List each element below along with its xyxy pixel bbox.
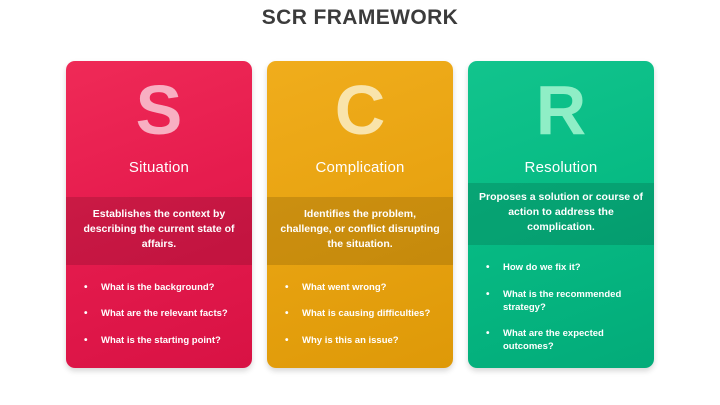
card-complication[interactable]: C Complication Identifies the problem, c… [267,61,453,368]
card-complication-bullets: What went wrong? What is causing difficu… [267,265,453,368]
card-situation-description: Establishes the context by describing th… [66,197,252,265]
list-item: How do we fix it? [486,261,642,275]
list-item: What went wrong? [285,281,441,295]
card-situation-bullets: What is the background? What are the rel… [66,265,252,368]
card-resolution[interactable]: R Resolution Proposes a solution or cour… [468,61,654,368]
card-situation-header: S Situation [66,61,252,197]
list-item: What are the expected outcomes? [486,327,642,354]
card-situation-title: Situation [128,159,190,176]
page-title: SCR FRAMEWORK [261,6,459,29]
card-resolution-title: Resolution [524,159,598,176]
list-item: What is the recommended strategy? [486,288,642,315]
card-resolution-letter: R [535,71,587,149]
card-resolution-description: Proposes a solution or course of action … [468,182,654,245]
card-situation-letter: S [135,71,183,149]
card-resolution-bullets: How do we fix it? What is the recommende… [468,245,654,368]
list-item: What is the starting point? [84,334,240,348]
framework-card-row: S Situation Establishes the context by d… [66,61,654,368]
list-item: What is the background? [84,281,240,295]
card-complication-description: Identifies the problem, challenge, or co… [267,197,453,265]
list-item: What are the relevant facts? [84,307,240,321]
card-complication-letter: C [334,71,386,149]
list-item: Why is this an issue? [285,334,441,348]
card-complication-title: Complication [315,159,405,176]
card-complication-header: C Complication [267,61,453,197]
list-item: What is causing difficulties? [285,307,441,321]
card-situation[interactable]: S Situation Establishes the context by d… [66,61,252,368]
card-resolution-header: R Resolution [468,61,654,183]
